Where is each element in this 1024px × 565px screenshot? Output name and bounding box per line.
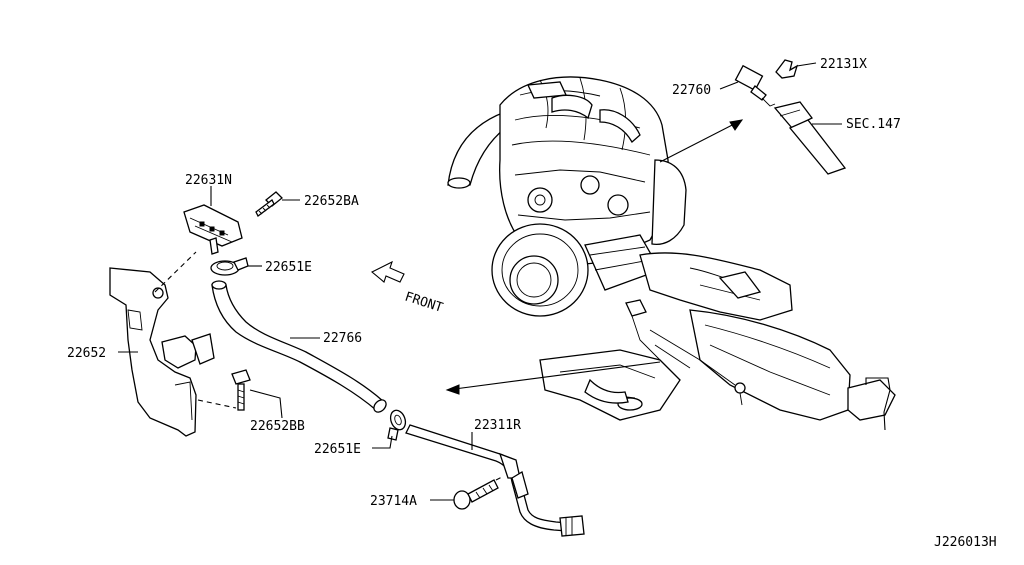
part-23714A xyxy=(430,479,499,510)
diagram-id: J226013H xyxy=(934,535,997,550)
part-22652BA xyxy=(255,191,300,217)
label-22651E-bottom: 22651E xyxy=(314,442,361,457)
part-22131X xyxy=(775,59,817,79)
label-22631N: 22631N xyxy=(185,173,232,188)
label-22652BB: 22652BB xyxy=(250,419,305,434)
label-23714A: 23714A xyxy=(370,494,417,509)
part-22652-bracket xyxy=(109,267,215,437)
harness-sec147 xyxy=(773,101,847,175)
part-22766-hose xyxy=(211,280,387,413)
pointer-arrows xyxy=(445,119,744,395)
label-22131X: 22131X xyxy=(820,57,867,72)
engine-assembly xyxy=(447,76,896,431)
part-22760 xyxy=(719,64,776,107)
label-22652BA: 22652BA xyxy=(304,194,359,209)
label-sec147: SEC.147 xyxy=(846,117,901,132)
part-22631N xyxy=(183,186,243,255)
label-22311R: 22311R xyxy=(474,418,521,433)
part-22651E-bottom xyxy=(372,409,407,449)
front-label: FRONT xyxy=(403,290,445,316)
front-direction-indicator: FRONT xyxy=(371,260,445,316)
label-22760: 22760 xyxy=(672,83,711,98)
assembly-guide-lines xyxy=(154,251,505,481)
label-22651E-top: 22651E xyxy=(265,260,312,275)
part-22652BB xyxy=(231,369,283,419)
label-22766: 22766 xyxy=(323,331,362,346)
label-22652: 22652 xyxy=(67,346,106,361)
part-22311R-tube xyxy=(405,424,585,537)
part-22651E-top xyxy=(210,257,262,276)
